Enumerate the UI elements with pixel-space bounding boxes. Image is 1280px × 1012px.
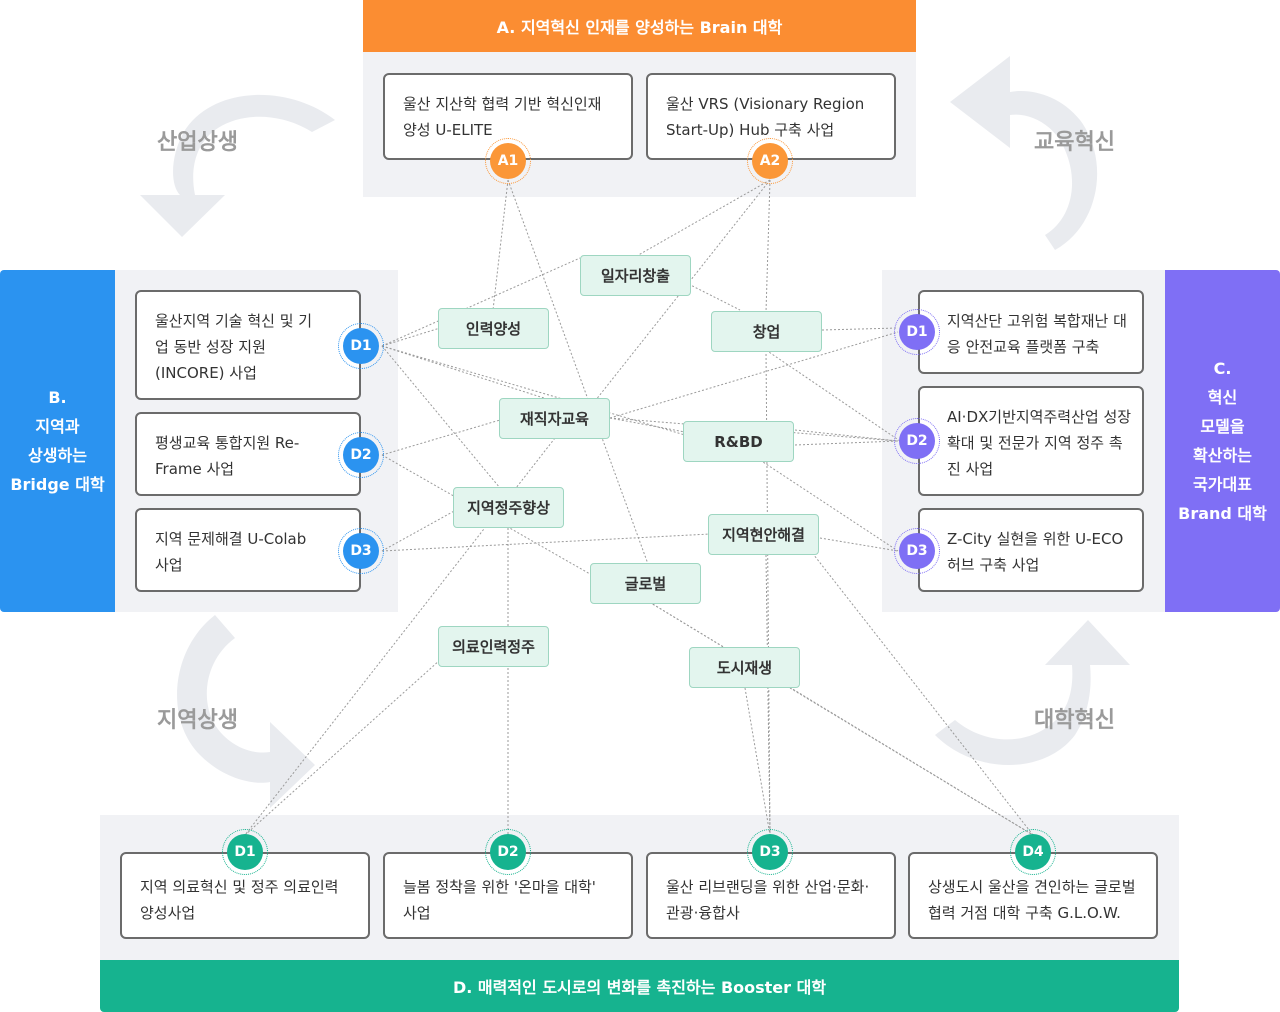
c-badge-d1: D1 [894, 309, 940, 355]
c-card-2: AI·DX기반지역주력산업 성장 확대 및 전문가 지역 정주 촉진 사업 [918, 386, 1144, 496]
cycle-label-education: 교육혁신 [1034, 130, 1115, 155]
c-badge-d2: D2 [894, 418, 940, 464]
b-card-text: 평생교육 통합지원 Re-Frame 사업 [155, 434, 300, 478]
a-card-text: 울산 지산학 협력 기반 혁신인재 양성 U-ELITE [403, 95, 602, 139]
a-badge-a2: A2 [747, 138, 793, 184]
keyword-settle: 지역정주향상 [453, 487, 564, 528]
cycle-label-university: 대학혁신 [1034, 708, 1115, 733]
c-card-1: 지역산단 고위험 복합재난 대응 안전교육 플랫폼 구축 [918, 290, 1144, 374]
b-card-text: 지역 문제해결 U-Colab 사업 [155, 530, 307, 574]
b-badge-d3: D3 [338, 528, 384, 574]
cycle-arrow-top-left [140, 94, 335, 237]
d-card-text: 상생도시 울산을 견인하는 글로벌 협력 거점 대학 구축 G.L.O.W. [928, 878, 1136, 922]
cycle-arrow-top-right [950, 56, 1098, 250]
d-badge-d1: D1 [222, 829, 268, 875]
cycle-arrow-bottom-right [935, 620, 1130, 765]
d-card-4: 상생도시 울산을 견인하는 글로벌 협력 거점 대학 구축 G.L.O.W. [908, 852, 1158, 939]
c-card-text: 지역산단 고위험 복합재난 대응 안전교육 플랫폼 구축 [947, 312, 1127, 356]
section-d-title: D. 매력적인 도시로의 변화를 촉진하는 Booster 대학 [100, 960, 1179, 1012]
d-card-text: 울산 리브랜딩을 위한 산업·문화·관광·융합사 [666, 878, 870, 922]
keyword-local-issue: 지역현안해결 [708, 514, 819, 555]
cycle-label-industry: 산업상생 [157, 130, 238, 155]
keyword-urban: 도시재생 [689, 647, 800, 688]
keyword-global: 글로벌 [590, 563, 701, 604]
a-card-text: 울산 VRS (Visionary Region Start-Up) Hub 구… [666, 95, 865, 139]
b-badge-d1: D1 [338, 323, 384, 369]
c-card-3: Z-City 실현을 위한 U-ECO 허브 구축 사업 [918, 508, 1144, 592]
section-b-title: B. 지역과 상생하는 Bridge 대학 [0, 270, 115, 612]
cycle-label-region: 지역상생 [157, 708, 238, 733]
b-card-2: 평생교육 통합지원 Re-Frame 사업 [135, 412, 361, 496]
b-card-text: 울산지역 기술 혁신 및 기업 동반 성장 지원 (INCORE) 사업 [155, 312, 313, 382]
c-badge-d3: D3 [894, 528, 940, 574]
a-card-2: 울산 VRS (Visionary Region Start-Up) Hub 구… [646, 73, 896, 160]
c-card-text: Z-City 실현을 위한 U-ECO 허브 구축 사업 [947, 530, 1124, 574]
keyword-medical: 의료인력정주 [438, 626, 549, 667]
c-card-text: AI·DX기반지역주력산업 성장 확대 및 전문가 지역 정주 촉진 사업 [947, 408, 1132, 478]
cycle-arrow-bottom-left [177, 615, 315, 808]
keyword-worker-edu: 재직자교육 [499, 398, 610, 439]
keyword-rnbd: R&BD [683, 421, 794, 462]
d-badge-d4: D4 [1010, 829, 1056, 875]
section-a-title: A. 지역혁신 인재를 양성하는 Brain 대학 [363, 0, 916, 52]
d-card-text: 늘봄 정착을 위한 '온마을 대학' 사업 [403, 878, 596, 922]
d-badge-d2: D2 [485, 829, 531, 875]
keyword-talent: 인력양성 [438, 308, 549, 349]
d-badge-d3: D3 [747, 829, 793, 875]
b-card-1: 울산지역 기술 혁신 및 기업 동반 성장 지원 (INCORE) 사업 [135, 290, 361, 400]
d-card-text: 지역 의료혁신 및 정주 의료인력 양성사업 [140, 878, 339, 922]
b-card-3: 지역 문제해결 U-Colab 사업 [135, 508, 361, 592]
a-badge-a1: A1 [485, 138, 531, 184]
keyword-startup: 창업 [711, 311, 822, 352]
b-badge-d2: D2 [338, 432, 384, 478]
keyword-jobs: 일자리창출 [580, 255, 691, 296]
section-c-title: C. 혁신 모델을 확산하는 국가대표 Brand 대학 [1165, 270, 1280, 612]
a-card-1: 울산 지산학 협력 기반 혁신인재 양성 U-ELITE [383, 73, 633, 160]
